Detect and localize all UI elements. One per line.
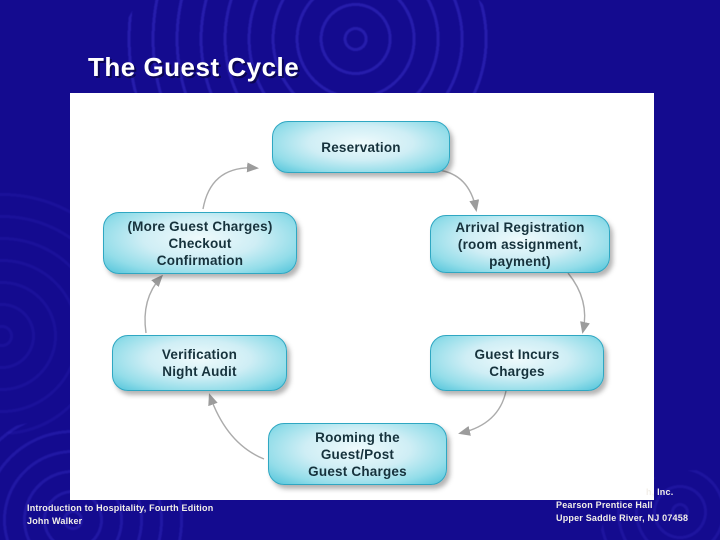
diagram-canvas: Reservation Arrival Registration (room a…: [70, 93, 654, 500]
connector-incurs-to-rooming: [458, 390, 507, 436]
node-rooming-the-guest: Rooming the Guest/Post Guest Charges: [268, 423, 447, 485]
footer-right-partial: h, Inc.: [646, 486, 673, 499]
footer-book-title: Introduction to Hospitality, Fourth Edit…: [27, 503, 214, 513]
connector-rooming-to-verification: [208, 393, 265, 460]
node-rooming-the-guest-label: Rooming the Guest/Post Guest Charges: [308, 429, 407, 479]
node-arrival-registration: Arrival Registration (room assignment, p…: [430, 215, 610, 273]
connector-verification-to-checkout: [144, 274, 164, 334]
footer-publisher-partial: h, Inc.: [646, 487, 674, 497]
footer-left: Introduction to Hospitality, Fourth Edit…: [27, 502, 213, 528]
footer-publisher: Pearson Prentice Hall: [556, 500, 653, 510]
connector-reservation-to-arrival: [437, 169, 480, 212]
node-verification-night-audit: Verification Night Audit: [112, 335, 287, 391]
node-arrival-registration-label: Arrival Registration (room assignment, p…: [455, 219, 585, 269]
cycle-connectors: [144, 162, 590, 460]
node-reservation: Reservation: [272, 121, 450, 173]
footer-publisher-address: Upper Saddle River, NJ 07458: [556, 513, 689, 523]
node-verification-night-audit-label: Verification Night Audit: [161, 347, 238, 379]
node-checkout-confirmation-label: (More Guest Charges) Checkout Confirmati…: [127, 218, 273, 268]
footer-right: Pearson Prentice Hall Upper Saddle River…: [556, 499, 688, 525]
footer-author: John Walker: [27, 516, 83, 526]
connector-checkout-to-reservation: [202, 162, 259, 210]
slide-title: The Guest Cycle: [88, 52, 300, 82]
node-guest-incurs-charges: Guest Incurs Charges: [430, 335, 604, 391]
node-guest-incurs-charges-label: Guest Incurs Charges: [474, 347, 560, 379]
connector-arrival-to-incurs: [567, 272, 590, 334]
node-reservation-label: Reservation: [321, 139, 401, 155]
node-checkout-confirmation: (More Guest Charges) Checkout Confirmati…: [103, 212, 297, 274]
